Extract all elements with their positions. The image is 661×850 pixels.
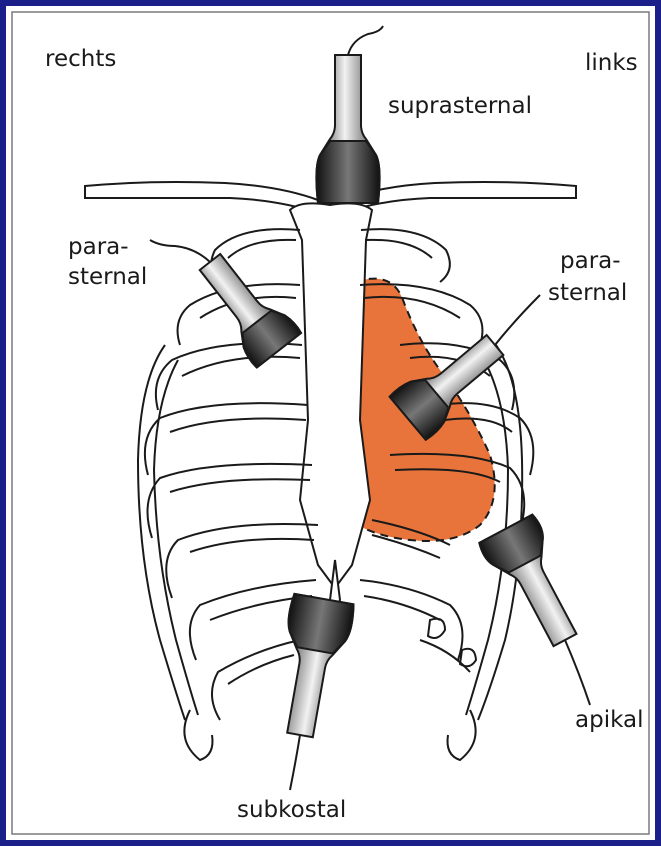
label-suprasternal: suprasternal [388,93,532,119]
label-links: links [585,50,638,76]
label-parasternal-right-1: para- [68,234,129,260]
label-parasternal-right-2: sternal [68,264,147,290]
label-parasternal-left-1: para- [560,248,621,274]
label-subkostal: subkostal [237,797,346,823]
label-apikal: apikal [575,707,643,733]
label-parasternal-left-2: sternal [548,280,627,306]
label-rechts: rechts [45,46,116,72]
